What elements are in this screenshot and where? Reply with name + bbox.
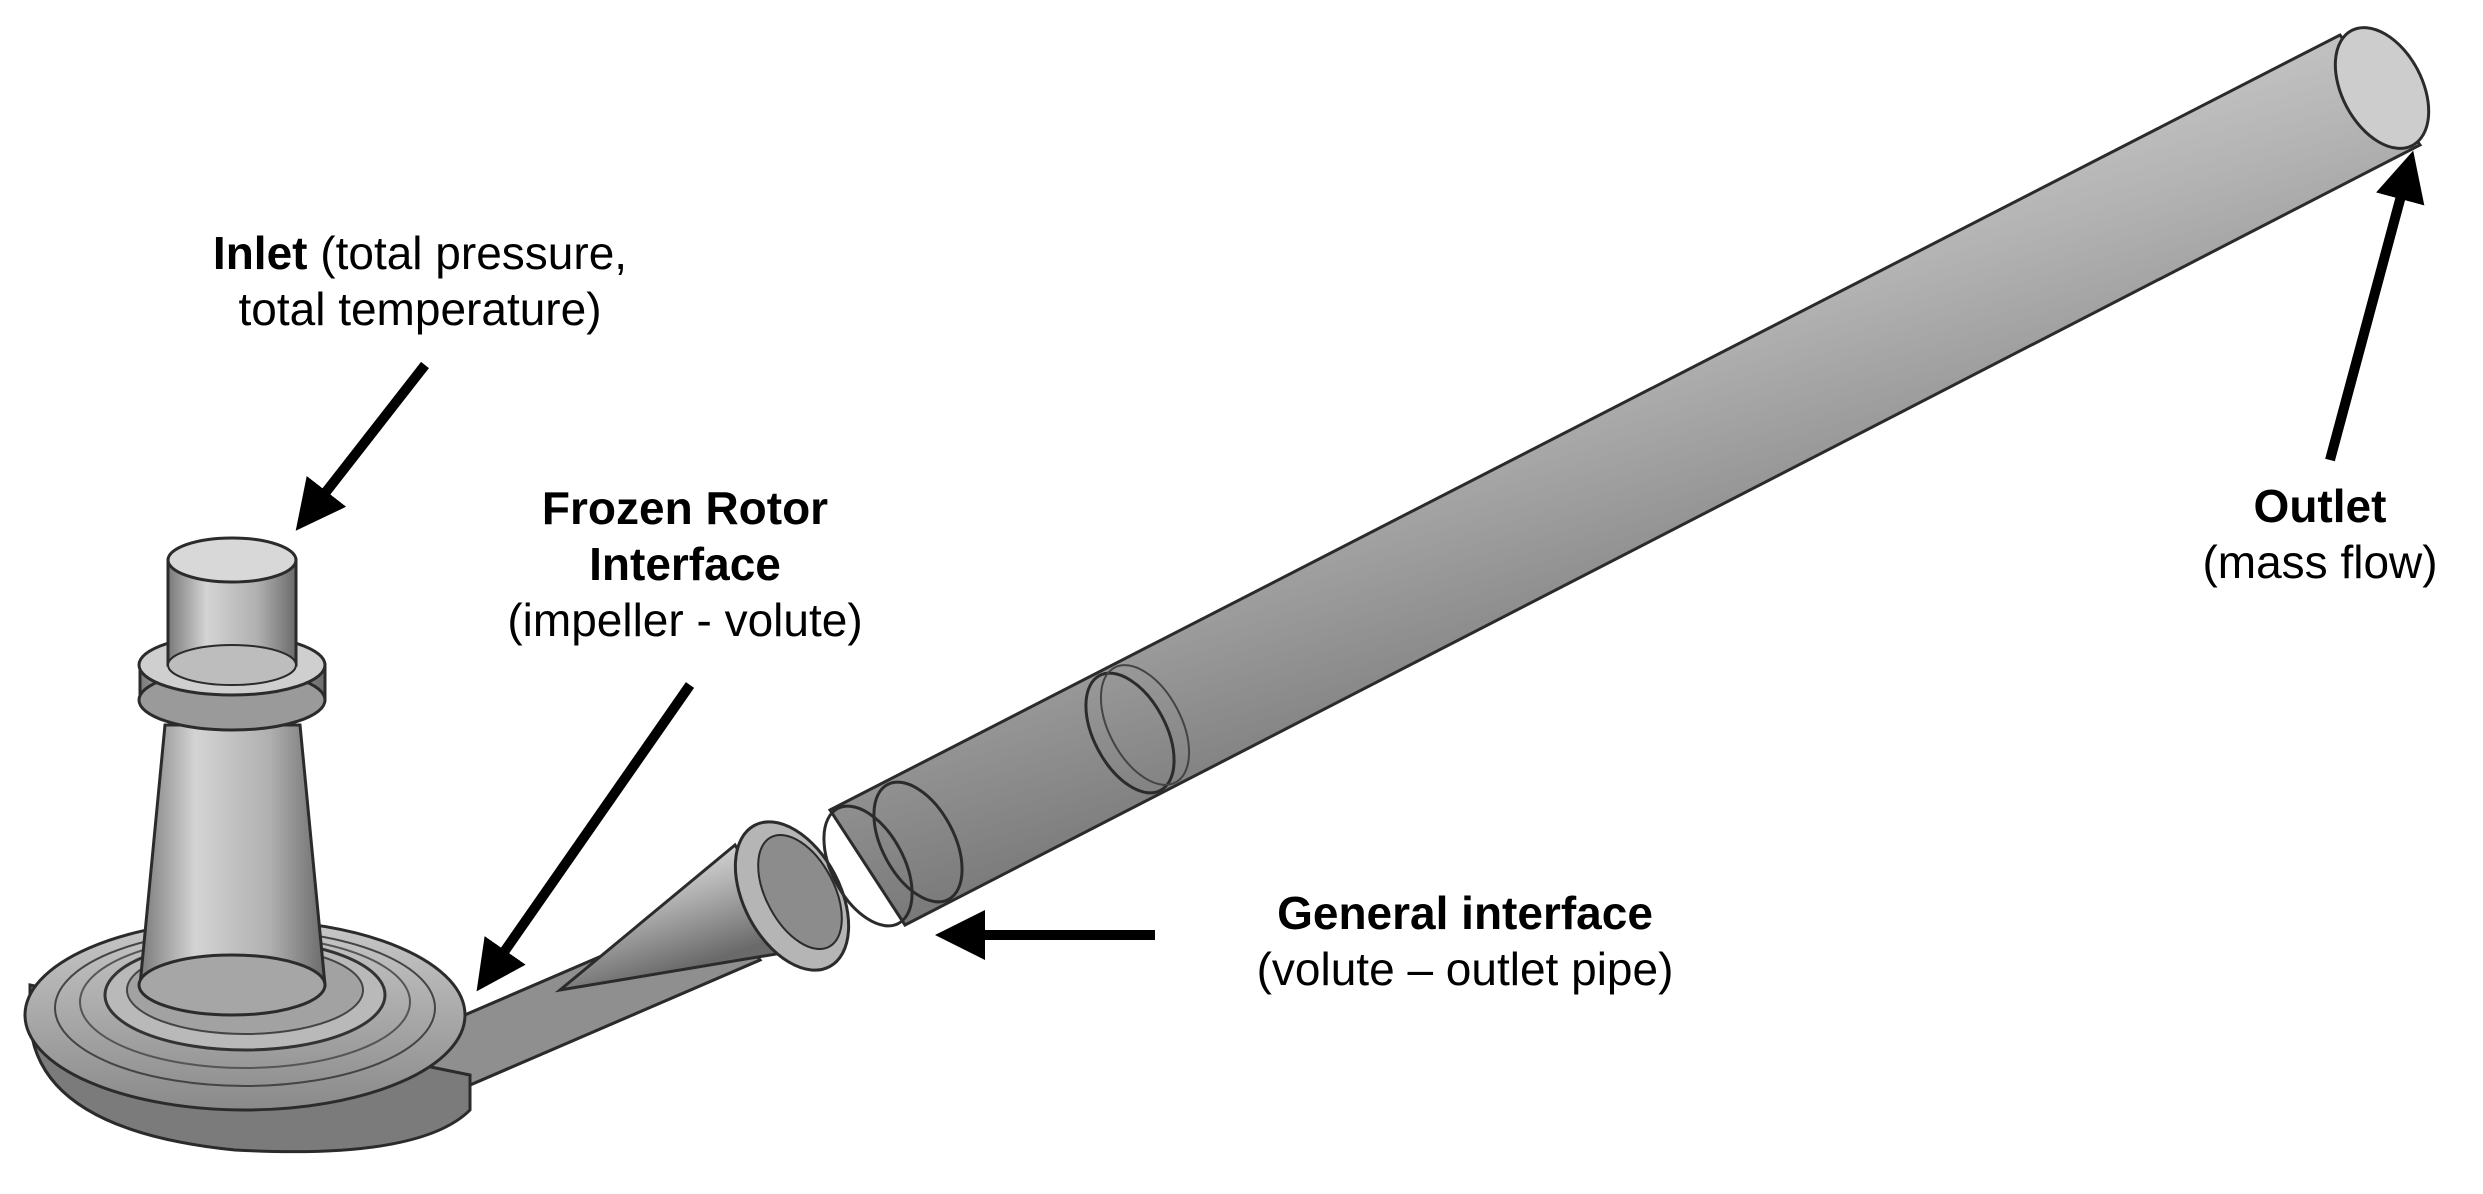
annotation-arrows — [295, 150, 2425, 992]
outlet-detail: (mass flow) — [2202, 536, 2438, 589]
inlet-face — [166, 536, 298, 584]
general-interface-detail: (volute – outlet pipe) — [1256, 943, 1674, 996]
frozen-rotor-title1: Frozen Rotor — [541, 482, 829, 534]
frozen-rotor-label: Frozen Rotor Interface (impeller - volut… — [445, 480, 925, 648]
outlet-face — [2333, 26, 2431, 150]
outlet-label: Outlet (mass flow) — [2170, 478, 2470, 590]
outlet-title: Outlet — [2253, 480, 2387, 532]
general-interface-title: General interface — [1277, 887, 1653, 939]
diffuser-cone — [554, 820, 851, 993]
frozen-rotor-detail: (impeller - volute) — [507, 594, 863, 647]
frozen-rotor-arrow — [476, 682, 695, 992]
outlet-pipe — [822, 26, 2431, 928]
inlet-detail-line1: (total pressure, — [320, 227, 628, 279]
inlet-tower — [137, 536, 327, 1017]
outlet-arrow — [2325, 150, 2425, 462]
frozen-rotor-title2: Interface — [589, 538, 781, 591]
inlet-label: Inlet (total pressure, total temperature… — [160, 225, 680, 337]
inlet-arrow — [295, 361, 429, 531]
general-interface-label: General interface (volute – outlet pipe) — [1180, 885, 1750, 997]
inlet-detail-line2: total temperature) — [238, 283, 602, 336]
inlet-title: Inlet — [212, 227, 308, 279]
